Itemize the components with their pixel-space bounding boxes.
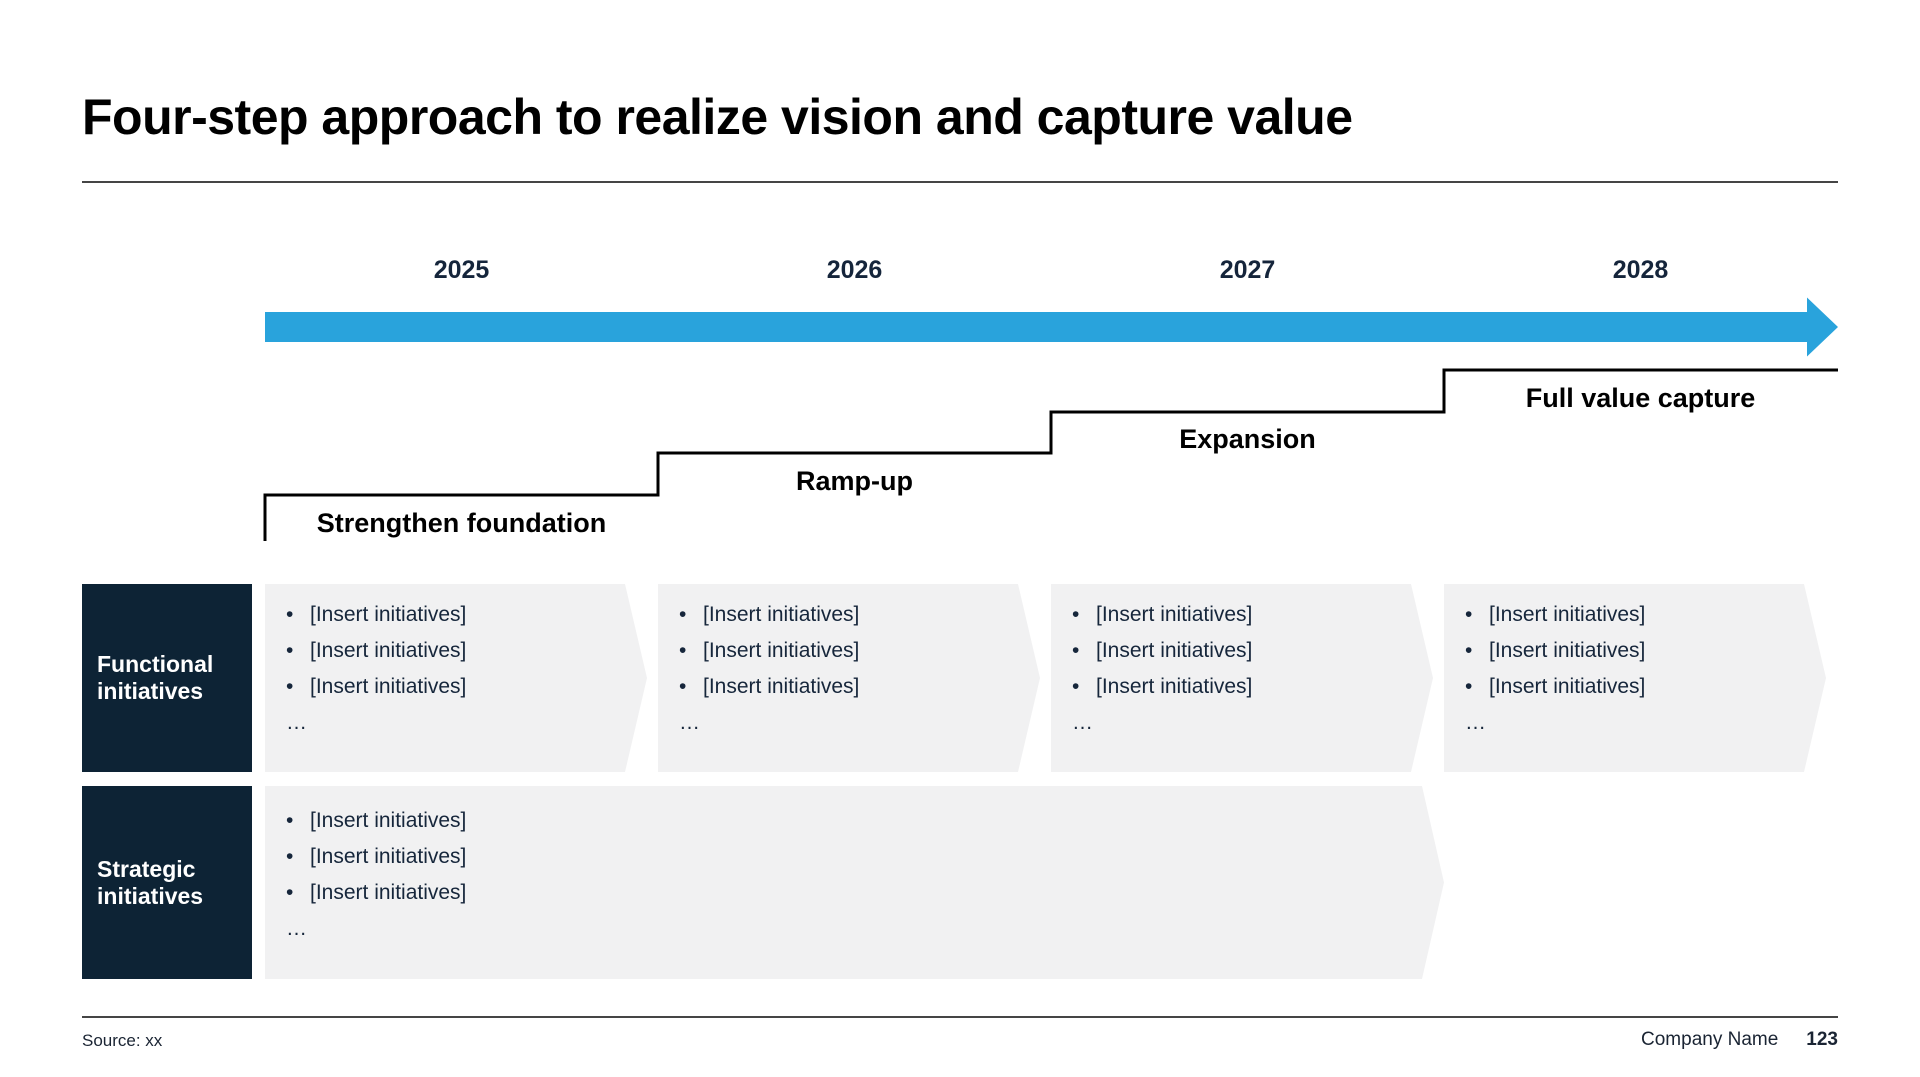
- ellipsis-item: …: [286, 917, 309, 940]
- timeline-year-2028: 2028: [1612, 256, 1669, 284]
- bullet-icon: •: [1072, 639, 1080, 662]
- bullet-icon: •: [1072, 603, 1080, 626]
- bullet-icon: •: [679, 639, 687, 662]
- initiative-box-2028: •[Insert initiatives] •[Insert initiativ…: [1444, 584, 1826, 772]
- timeline-year-2025: 2025: [433, 256, 490, 284]
- ellipsis-item: …: [286, 711, 309, 734]
- strategic-row-label-line2: initiatives: [97, 882, 204, 909]
- bullet-item: •[Insert initiatives]: [1072, 633, 1423, 669]
- bullet-icon: •: [286, 675, 294, 698]
- step-label-full-value-capture: Full value capture: [1525, 383, 1756, 413]
- bullet-icon: •: [679, 675, 687, 698]
- bullet-item: •[Insert initiatives]: [679, 597, 1030, 633]
- bullet-icon: •: [1465, 639, 1473, 662]
- bullet-icon: •: [286, 809, 294, 832]
- bullet-icon: •: [286, 881, 294, 904]
- bullet-item: •[Insert initiatives]: [286, 803, 1434, 839]
- bullet-item: •[Insert initiatives]: [679, 669, 1030, 705]
- bullet-item: •[Insert initiatives]: [286, 669, 637, 705]
- timeline-year-2027: 2027: [1219, 256, 1276, 284]
- bullet-icon: •: [286, 603, 294, 626]
- bullet-icon: •: [1072, 675, 1080, 698]
- initiative-list: •[Insert initiatives] •[Insert initiativ…: [1072, 597, 1423, 741]
- bullet-item: •[Insert initiatives]: [1072, 669, 1423, 705]
- bullet-item: •[Insert initiatives]: [1072, 597, 1423, 633]
- bullet-item: •[Insert initiatives]: [1465, 669, 1816, 705]
- strategic-initiative-box: •[Insert initiatives] •[Insert initiativ…: [265, 786, 1444, 979]
- initiative-list: •[Insert initiatives] •[Insert initiativ…: [679, 597, 1030, 741]
- initiative-list: •[Insert initiatives] •[Insert initiativ…: [286, 597, 637, 741]
- functional-row-label-line1: Functional: [97, 651, 214, 677]
- bullet-item: •[Insert initiatives]: [286, 597, 637, 633]
- page-title: Four-step approach to realize vision and…: [82, 89, 1353, 145]
- bullet-item: •[Insert initiatives]: [679, 633, 1030, 669]
- functional-row-label-line2: initiatives: [97, 678, 204, 704]
- bullet-icon: •: [286, 845, 294, 868]
- step-label-strengthen-foundation: Strengthen foundation: [316, 508, 607, 538]
- step-label-ramp-up: Ramp-up: [796, 466, 913, 496]
- bullet-item: •[Insert initiatives]: [1465, 597, 1816, 633]
- strategic-row-label-line1: Strategic: [97, 855, 196, 882]
- bullet-icon: •: [1465, 603, 1473, 626]
- initiative-box-2025: •[Insert initiatives] •[Insert initiativ…: [265, 584, 647, 772]
- ellipsis-item: …: [679, 711, 702, 734]
- footer-divider: [82, 1016, 1838, 1018]
- bullet-item: •[Insert initiatives]: [286, 839, 1434, 875]
- timeline-year-2026: 2026: [826, 256, 883, 284]
- step-label-expansion: Expansion: [1179, 424, 1316, 454]
- bullet-icon: •: [1465, 675, 1473, 698]
- bullet-icon: •: [286, 639, 294, 662]
- ellipsis-item: …: [1072, 711, 1095, 734]
- initiative-box-2027: •[Insert initiatives] •[Insert initiativ…: [1051, 584, 1433, 772]
- bullet-item: •[Insert initiatives]: [1465, 633, 1816, 669]
- bullet-item: •[Insert initiatives]: [286, 633, 637, 669]
- strategic-row-label: Strategic initiatives: [82, 786, 252, 979]
- source-note: Source: xx: [82, 1031, 163, 1050]
- company-name: Company Name: [1641, 1029, 1779, 1050]
- ellipsis-item: …: [1465, 711, 1488, 734]
- initiative-box-2026: •[Insert initiatives] •[Insert initiativ…: [658, 584, 1040, 772]
- initiative-list: •[Insert initiatives] •[Insert initiativ…: [1465, 597, 1816, 741]
- functional-row-label: Functional initiatives: [82, 584, 252, 772]
- title-divider: [82, 181, 1838, 183]
- bullet-icon: •: [679, 603, 687, 626]
- timeline-arrow-icon: [265, 297, 1838, 357]
- bullet-item: •[Insert initiatives]: [286, 875, 1434, 911]
- footer-right: Company Name 123: [1641, 1029, 1838, 1051]
- initiative-list: •[Insert initiatives] •[Insert initiativ…: [286, 803, 1434, 947]
- page-number: 123: [1806, 1029, 1838, 1050]
